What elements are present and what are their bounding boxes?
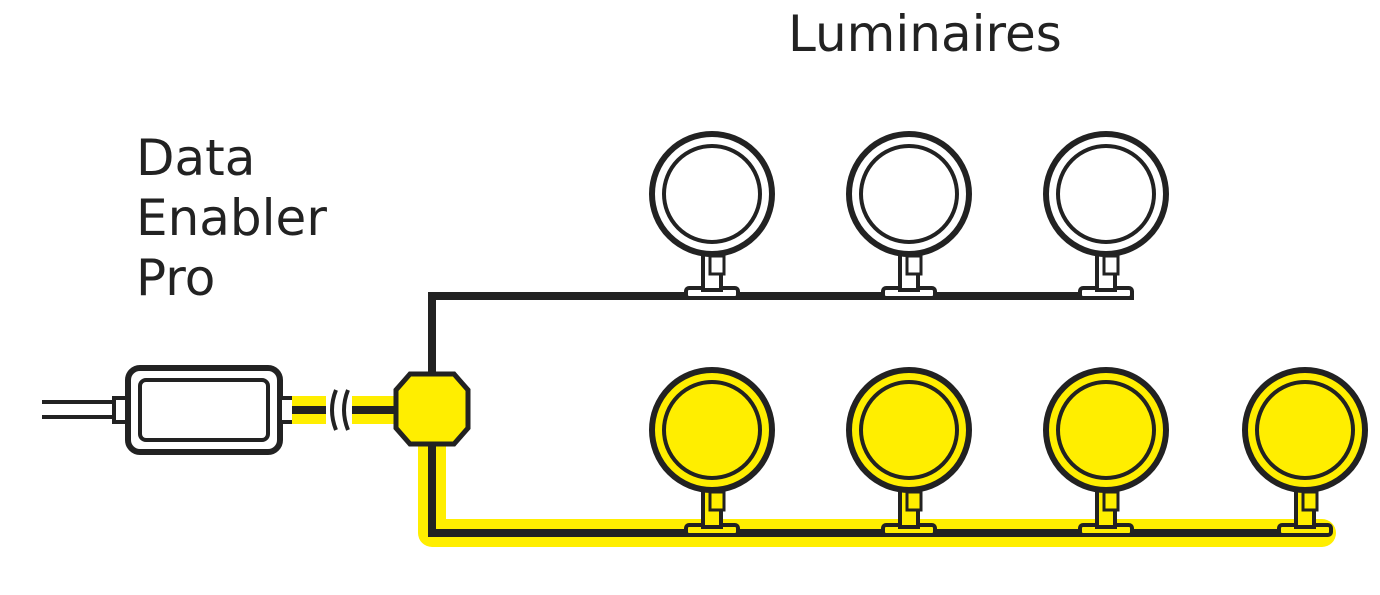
top-luminaire-3 [1043,131,1169,300]
bottom-luminaire-2 [846,367,972,537]
luminaires-group [649,131,1368,537]
top-luminaire-2 [846,131,972,300]
bottom-luminaire-4 [1242,367,1368,537]
lower-branch-line [418,430,1336,547]
box-to-junction-cable [292,389,400,431]
luminaire-bracket [708,490,726,512]
luminaire-lens [662,144,762,244]
device-label-line-1: Data [136,129,256,187]
luminaire-lens [859,380,959,480]
luminaire-bracket [905,254,923,276]
luminaire-lens [859,144,959,244]
bottom-luminaire-3 [1043,367,1169,537]
data-enabler-pro-box [125,365,296,455]
luminaire-bracket [1102,490,1120,512]
luminaire-lens [1255,380,1355,480]
luminaire-lens [1056,380,1156,480]
device-label-line-3: Pro [136,249,216,307]
title-luminaires: Luminaires [788,5,1062,63]
luminaire-lens [1056,144,1156,244]
luminaire-bracket [708,254,726,276]
luminaire-bracket [905,490,923,512]
upper-branch-line [428,292,1134,378]
input-cable [42,396,132,424]
luminaire-lens [662,380,762,480]
luminaire-bracket [1102,254,1120,276]
luminaire-bracket [1301,490,1319,512]
junction-box [393,371,471,447]
top-luminaire-1 [649,131,775,300]
bottom-luminaire-1 [649,367,775,537]
device-label-line-2: Enabler [136,189,327,247]
